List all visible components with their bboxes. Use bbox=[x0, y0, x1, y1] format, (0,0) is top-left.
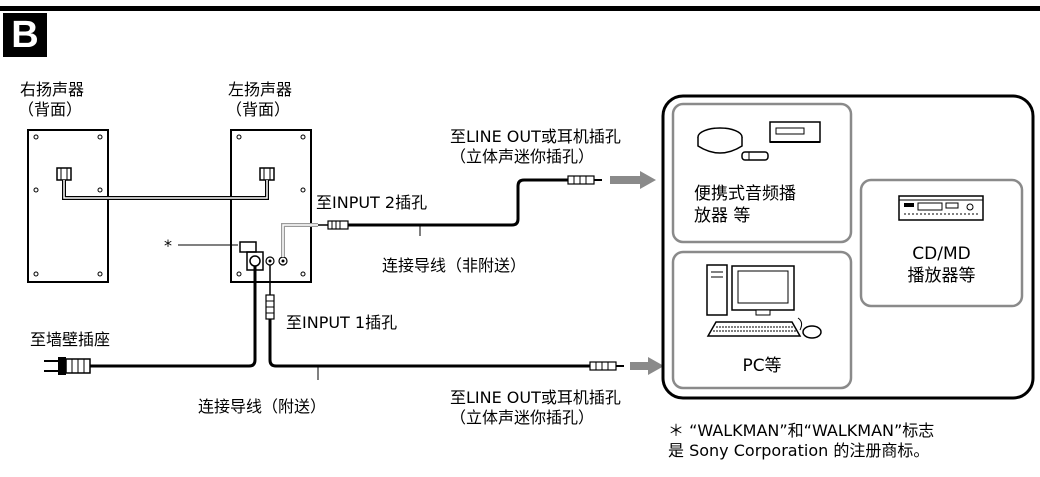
right-speaker-label: 右扬声器 bbox=[20, 80, 85, 99]
left-speaker-sublabel: （背面） bbox=[226, 100, 291, 119]
arrow-to-pc bbox=[630, 357, 664, 375]
wall-outlet-label: 至墙壁插座 bbox=[30, 330, 111, 349]
cdmd-sublabel: 播放器等 bbox=[907, 266, 976, 286]
portable-player-box bbox=[671, 102, 853, 244]
cable-not-supplied-label: 连接导线（非附送） bbox=[382, 256, 527, 275]
power-cord bbox=[90, 266, 257, 368]
left-speaker-label: 左扬声器 bbox=[228, 80, 293, 99]
arrow-to-portable bbox=[610, 171, 656, 189]
right-speaker-sublabel: （背面） bbox=[18, 100, 83, 119]
pc-icon bbox=[706, 264, 822, 339]
cassette-walkman-icon bbox=[769, 121, 821, 143]
memory-player-icon bbox=[741, 151, 769, 161]
line-out-bottom-sublabel: （立体声迷你插孔） bbox=[450, 408, 595, 427]
cd-walkman-icon bbox=[697, 127, 743, 154]
input2-plug bbox=[318, 220, 349, 230]
bottom-cable bbox=[268, 319, 590, 368]
input1-label: 至INPUT 1插孔 bbox=[286, 313, 398, 332]
cdmd-label: CD/MD bbox=[912, 244, 971, 264]
input2-label: 至INPUT 2插孔 bbox=[316, 193, 428, 212]
device-panel bbox=[661, 94, 1035, 400]
pc-box bbox=[671, 250, 853, 390]
portable-player-sublabel: 放器 等 bbox=[694, 206, 751, 226]
line-out-top-sublabel: （立体声迷你插孔） bbox=[450, 147, 595, 166]
portable-player-label: 便携式音频播 bbox=[694, 184, 796, 204]
line-out-bottom-label: 至LINE OUT或耳机插孔 bbox=[450, 388, 621, 407]
section-letter: B bbox=[3, 13, 47, 57]
section-header-bar bbox=[0, 6, 1040, 11]
left-speaker-back bbox=[230, 129, 312, 283]
cdmd-player-icon bbox=[898, 195, 984, 221]
asterisk-marker: * bbox=[164, 236, 172, 255]
pc-label: PC等 bbox=[742, 356, 782, 376]
line-out-top-label: 至LINE OUT或耳机插孔 bbox=[450, 127, 621, 146]
line-out-plug-top bbox=[567, 175, 602, 185]
cdmd-box bbox=[859, 178, 1024, 308]
footnote-line-1: ＊ “WALKMAN”和“WALKMAN”标志 bbox=[668, 421, 935, 440]
footnote-line-2: 是 Sony Corporation 的注册商标。 bbox=[668, 441, 930, 460]
right-speaker-back bbox=[27, 129, 109, 283]
cable-supplied-label: 连接导线（附送） bbox=[198, 397, 327, 416]
power-plug bbox=[44, 357, 91, 375]
top-cable bbox=[348, 178, 568, 227]
line-out-plug-bottom bbox=[589, 361, 624, 371]
